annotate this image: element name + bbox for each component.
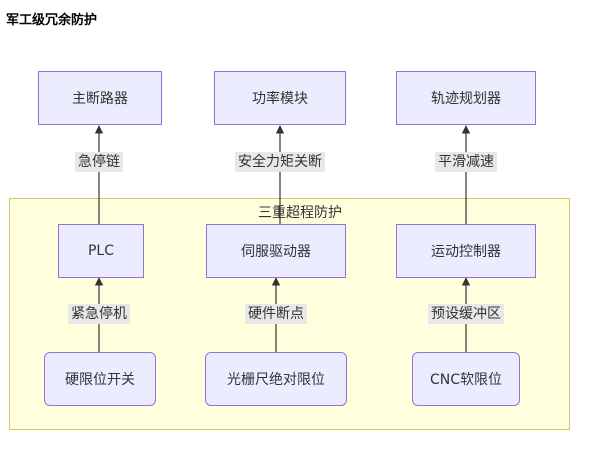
edge-label-safe-torque-off: 安全力矩关断	[235, 152, 325, 172]
edge-label-estop-chain: 急停链	[75, 152, 123, 172]
edge-label-smooth-decel: 平滑减速	[435, 152, 497, 172]
subgraph-label: 三重超程防护	[258, 205, 342, 221]
node-cnc-soft-limit: CNC软限位	[412, 352, 520, 406]
node-trajectory-planner: 轨迹规划器	[396, 71, 536, 125]
node-plc: PLC	[58, 224, 144, 278]
node-main-breaker: 主断路器	[38, 71, 162, 125]
node-hard-limit-switch: 硬限位开关	[44, 352, 156, 406]
node-servo-drive: 伺服驱动器	[206, 224, 346, 278]
node-power-module: 功率模块	[214, 71, 346, 125]
diagram-title: 军工级冗余防护	[6, 13, 98, 28]
edge-label-hardware-breakpoint: 硬件断点	[245, 304, 307, 324]
edge-label-preset-buffer: 预设缓冲区	[428, 304, 504, 324]
node-grating-absolute-limit: 光栅尺绝对限位	[205, 352, 347, 406]
node-motion-controller: 运动控制器	[396, 224, 536, 278]
edge-label-emergency-stop: 紧急停机	[68, 304, 130, 324]
